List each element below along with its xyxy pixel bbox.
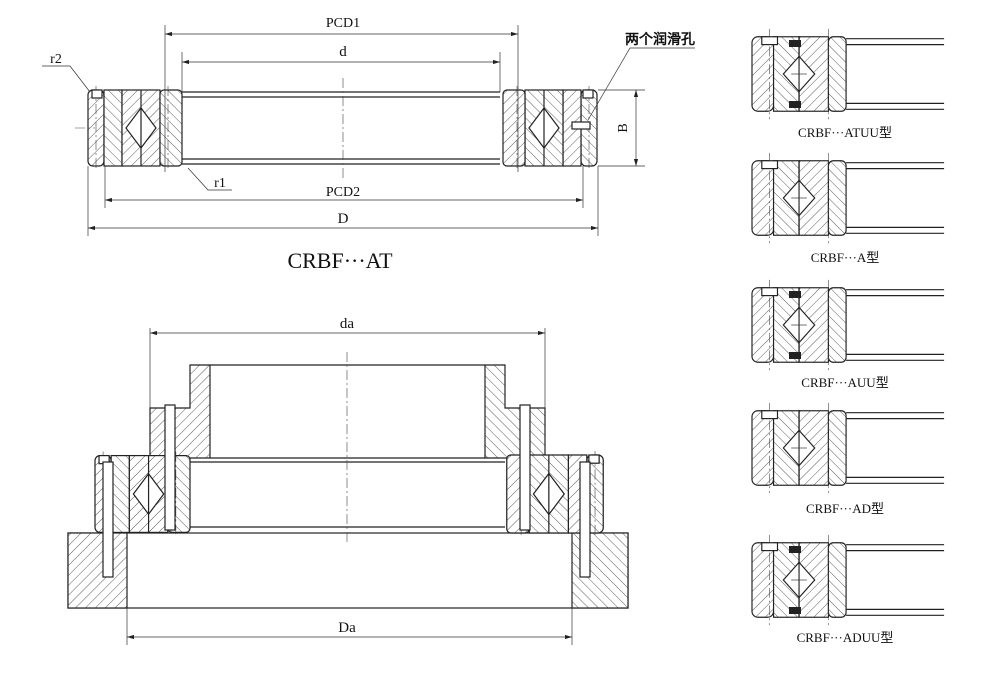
pcd2-label: PCD2 <box>326 185 360 200</box>
bottom-assembly-drawing: da Da <box>67 316 629 645</box>
variant-caption: CRBF···ATUU型 <box>798 125 892 140</box>
variant-auu: CRBF···AUU型 <box>751 279 945 390</box>
variant-atuu: CRBF···ATUU型 <box>751 28 945 140</box>
variant-ad: CRBF···AD型 <box>751 402 945 516</box>
d-label: d <box>339 44 347 60</box>
variant-a: CRBF···A型 <box>751 152 945 265</box>
B-label: B <box>616 123 631 132</box>
variant-caption: CRBF···ADUU型 <box>797 630 894 645</box>
variant-list: CRBF···ATUU型 CRBF···A型 CRBF···AUU型 CRBF·… <box>751 28 945 645</box>
top-drawing-title: CRBF···AT <box>287 248 393 273</box>
variant-caption: CRBF···AUU型 <box>801 375 888 390</box>
r1-label: r1 <box>214 176 226 191</box>
D-label: D <box>338 211 349 227</box>
variant-caption: CRBF···AD型 <box>806 501 884 516</box>
top-section-drawing: PCD1 d PCD2 D r2 r1 两个润滑孔 B CRBF···AT <box>42 16 695 273</box>
pcd1-label: PCD1 <box>326 16 360 31</box>
variant-caption: CRBF···A型 <box>811 250 880 265</box>
r2-label: r2 <box>50 52 62 67</box>
Da-label: Da <box>338 620 356 636</box>
lube-holes-label: 两个润滑孔 <box>625 31 695 48</box>
variant-aduu: CRBF···ADUU型 <box>751 534 945 645</box>
da-label: da <box>340 316 355 332</box>
